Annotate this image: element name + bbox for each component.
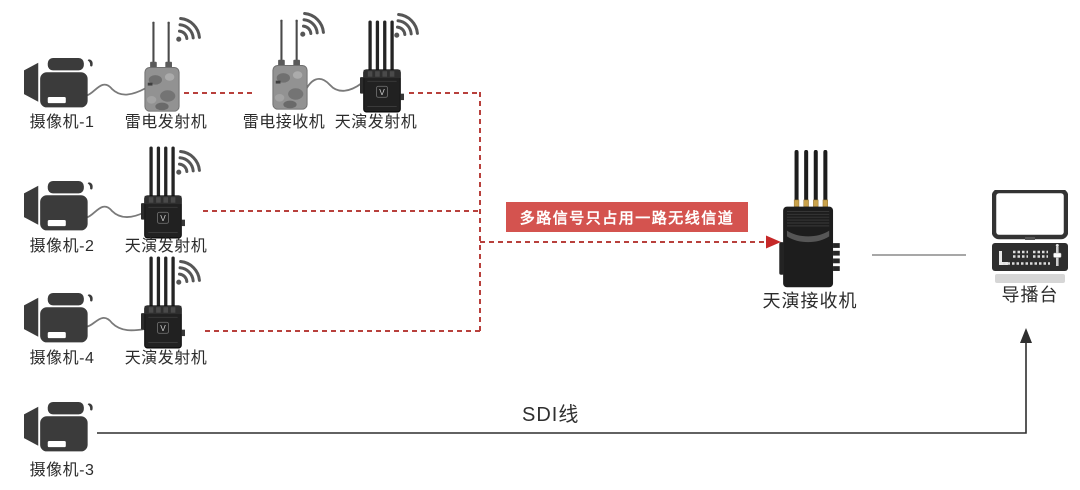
wifi-signal-icon [298, 12, 325, 39]
tianyan-transmitter-icon [141, 256, 185, 350]
cable-camera4-tianyan-tx [79, 316, 146, 332]
wifi-signal-icon [174, 17, 201, 44]
tianyan-transmitter-1-node [360, 13, 419, 114]
tianyan-transmitter-3-node [141, 256, 201, 350]
wifi-signal-icon [174, 260, 201, 287]
thunder-transmitter-node [143, 17, 201, 113]
tianyan-transmitter-1-label: 天演发射机 [334, 114, 418, 131]
cable-camera2-tianyan-tx [79, 205, 146, 219]
sdi-cable-label: SDI线 [522, 404, 580, 426]
thunder-transmitter-label: 雷电发射机 [124, 114, 208, 131]
camera-2-node [24, 181, 93, 231]
camera-1-node [24, 58, 93, 108]
camera-1-label: 摄像机-1 [29, 114, 95, 131]
director-console-icon [992, 191, 1068, 283]
thunder-transmitter-icon [143, 20, 181, 113]
thunder-receiver-node [271, 12, 325, 111]
tianyan-transmitter-icon [141, 146, 185, 240]
tianyan-receiver-node [779, 152, 839, 287]
camcorder-icon [24, 293, 93, 343]
tianyan-transmitter-2-node [141, 146, 201, 240]
camcorder-icon [24, 402, 93, 452]
director-station-label: 导播台 [1001, 285, 1059, 305]
camera-4-label: 摄像机-4 [29, 350, 95, 367]
director-station-node [992, 191, 1068, 283]
tianyan-receiver-label: 天演接收机 [762, 291, 858, 311]
camcorder-icon [24, 181, 93, 231]
sdi-cable-line [97, 341, 1027, 434]
tianyan-transmitter-2-label: 天演发射机 [124, 238, 208, 255]
camera-2-label: 摄像机-2 [29, 238, 95, 255]
cable-thunder-rx-tianyan-tx [302, 78, 363, 97]
tianyan-receiver-icon [779, 152, 839, 287]
camera-3-node [24, 402, 93, 452]
wifi-signal-icon [392, 13, 419, 40]
red-arrowhead [766, 235, 781, 249]
camcorder-icon [24, 58, 93, 108]
channel-note-badge: 多路信号只占用一路无线信道 [506, 202, 748, 232]
thunder-receiver-label: 雷电接收机 [242, 114, 326, 131]
wifi-signal-icon [174, 150, 201, 177]
tianyan-transmitter-3-label: 天演发射机 [124, 350, 208, 367]
camera-3-label: 摄像机-3 [29, 462, 95, 479]
cable-camera1-thunder-tx [79, 83, 147, 97]
camera-4-node [24, 293, 93, 343]
sdi-arrowhead [1020, 328, 1032, 343]
